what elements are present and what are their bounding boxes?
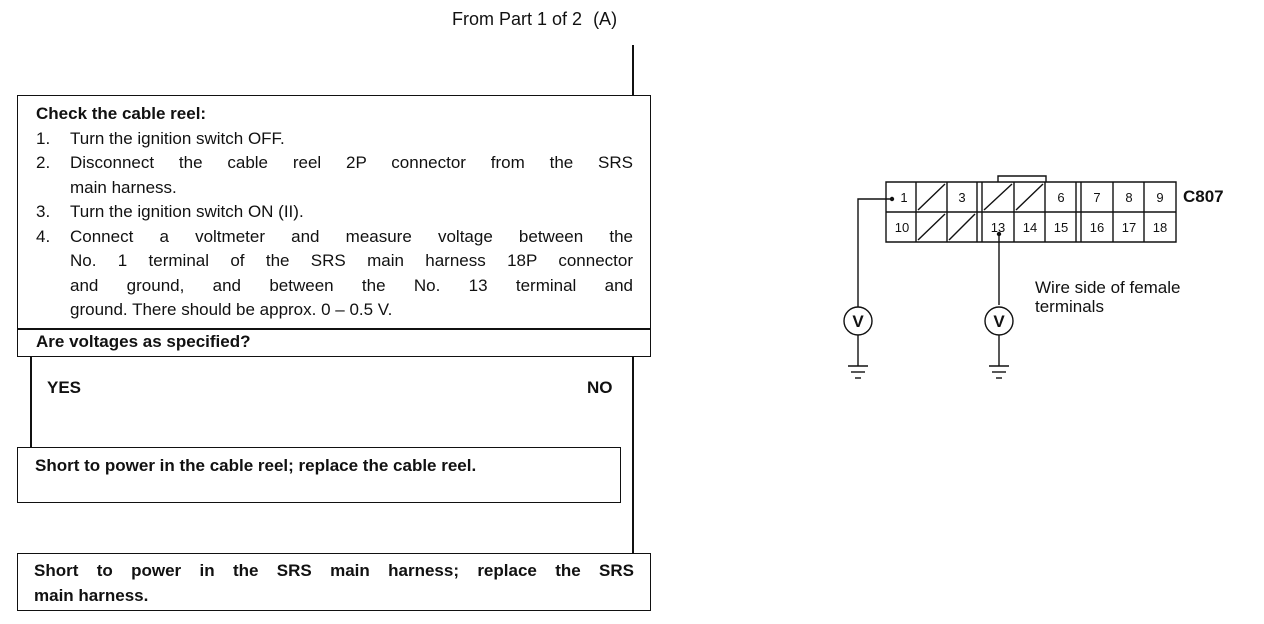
step-2: 2. Disconnect the cable reel 2P connecto…	[36, 151, 633, 200]
connector-diagram: 1 3 6 7 8 9 10 13 14 15 16 17 18 C807 V …	[843, 175, 1224, 379]
step-number: 4.	[36, 226, 51, 246]
no-label: NO	[587, 378, 613, 397]
empty-cavity-slash	[983, 183, 1013, 211]
step-3: 3. Turn the ignition switch ON (II).	[36, 200, 633, 225]
terminal-label: 1	[900, 190, 907, 205]
connector-line-top	[632, 45, 634, 95]
step-line: Connect a voltmeter and measure voltage …	[70, 226, 633, 246]
step-line: Turn the ignition switch ON (II).	[70, 202, 304, 221]
result-no-box: Short to power in the SRS main harness; …	[17, 553, 651, 611]
step-4: 4. Connect a voltmeter and measure volta…	[36, 225, 633, 323]
probe-point-13	[996, 231, 1002, 237]
voltmeter-symbol: V	[852, 312, 864, 331]
terminal-label: 17	[1122, 220, 1136, 235]
terminal-label: 13	[991, 220, 1005, 235]
terminal-label: 8	[1125, 190, 1132, 205]
no-branch-line	[632, 357, 634, 553]
terminal-label: 15	[1054, 220, 1068, 235]
terminal-label: 7	[1093, 190, 1100, 205]
from-reference-marker: (A)	[593, 9, 618, 29]
step-1: 1. Turn the ignition switch OFF.	[36, 127, 633, 152]
from-reference-text: From Part 1 of 2	[452, 9, 583, 29]
probe-wire-terminal-1	[857, 198, 892, 307]
empty-cavity-slash	[917, 183, 946, 211]
result-no-line: main harness.	[34, 585, 149, 605]
question-divider	[18, 328, 650, 330]
result-yes-text: Short to power in the cable reel; replac…	[35, 456, 477, 475]
result-yes-box: Short to power in the cable reel; replac…	[17, 447, 621, 503]
step-line: and ground, and between the No. 13 termi…	[70, 275, 633, 295]
empty-cavity-slash	[948, 213, 976, 241]
check-box-title: Check the cable reel:	[36, 104, 207, 123]
connector-shell	[885, 181, 1177, 243]
caption-line: Wire side of female	[1035, 278, 1181, 297]
terminal-label: 18	[1153, 220, 1167, 235]
terminal-label: 16	[1090, 220, 1104, 235]
terminal-label: 10	[895, 220, 909, 235]
result-no-text: Short to power in the SRS main harness; …	[34, 559, 634, 608]
check-box-content: Check the cable reel: 1. Turn the igniti…	[36, 102, 633, 323]
yes-branch-line	[30, 357, 32, 447]
step-number: 2.	[36, 153, 51, 172]
step-number: 1.	[36, 128, 51, 148]
caption-line: terminals	[1035, 297, 1104, 316]
check-cable-reel-box: Check the cable reel: 1. Turn the igniti…	[17, 95, 651, 357]
voltmeter-symbol: V	[993, 312, 1005, 331]
connector-id: C807	[1183, 187, 1224, 206]
result-no-line: Short to power in the SRS main harness; …	[34, 561, 634, 580]
step-line: No. 1 terminal of the SRS main harness 1…	[70, 251, 633, 270]
step-line: main harness.	[70, 177, 177, 197]
step-line: ground. There should be approx. 0 – 0.5 …	[70, 300, 393, 319]
step-line: Turn the ignition switch OFF.	[70, 128, 285, 148]
step-number: 3.	[36, 202, 51, 221]
empty-cavity-slash	[1015, 183, 1044, 211]
probe-point-1	[889, 196, 895, 202]
yes-label: YES	[47, 378, 82, 397]
question-text: Are voltages as specified?	[36, 332, 251, 351]
step-line: Disconnect the cable reel 2P connector f…	[70, 153, 633, 172]
connector-latch	[997, 175, 1047, 182]
from-reference: From Part 1 of 2 (A)	[452, 9, 617, 30]
terminal-label: 3	[958, 190, 965, 205]
terminal-label: 14	[1023, 220, 1037, 235]
terminal-label: 9	[1156, 190, 1163, 205]
empty-cavity-slash	[917, 213, 946, 241]
terminal-label: 6	[1057, 190, 1064, 205]
